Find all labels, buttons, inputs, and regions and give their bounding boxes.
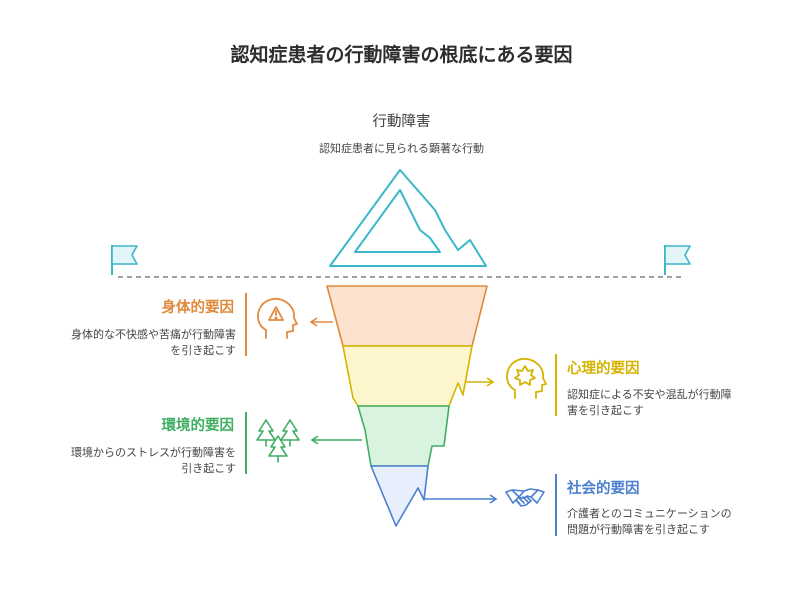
psychological-factor-description: 認知症による不安や混乱が行動障 害を引き起こす: [567, 387, 767, 419]
psychological-desc-line2: 害を引き起こす: [567, 404, 644, 417]
layer-psychological: [342, 345, 473, 407]
arrow-social: [425, 494, 498, 504]
left-flag-icon: [111, 245, 138, 275]
environmental-factor-description: 環境からのストレスが行動障害を 引き起こす: [40, 445, 236, 477]
head-alert-icon: [257, 297, 298, 339]
social-desc-line1: 介護者とのコミュニケーションの: [567, 507, 732, 520]
psychological-factor-title: 心理的要因: [567, 361, 640, 377]
physical-factor-description: 身体的な不快感や苦痛が行動障害 を引き起こす: [40, 327, 236, 359]
social-factor-description: 介護者とのコミュニケーションの 問題が行動障害を引き起こす: [567, 506, 787, 538]
layer-physical: [326, 285, 488, 347]
physical-desc-line1: 身体的な不快感や苦痛が行動障害: [71, 328, 236, 341]
right-flag-icon: [664, 245, 691, 275]
environmental-factor-title: 環境的要因: [161, 418, 235, 434]
trees-icon: [256, 419, 300, 463]
environmental-desc-line2: 引き起こす: [181, 462, 236, 475]
physical-factor-title: 身体的要因: [161, 300, 235, 316]
arrow-physical: [309, 317, 333, 327]
social-factor-title: 社会的要因: [567, 481, 640, 497]
environmental-desc-line1: 環境からのストレスが行動障害を: [71, 446, 236, 459]
arrow-psychological: [465, 377, 495, 387]
handshake-icon: [505, 488, 545, 507]
tip-title: 行動障害: [372, 114, 431, 130]
diagram-title: 認知症患者の行動障害の根底にある要因: [230, 44, 573, 66]
social-desc-line2: 問題が行動障害を引き起こす: [567, 523, 710, 536]
layer-environmental: [357, 405, 450, 467]
tip-description: 認知症患者に見られる顕著な行動: [319, 142, 484, 155]
layer-social: [370, 465, 429, 527]
arrow-environmental: [310, 435, 362, 445]
psychological-desc-line1: 認知症による不安や混乱が行動障: [567, 388, 732, 401]
physical-desc-line2: を引き起こす: [170, 344, 236, 357]
iceberg-tip: [329, 169, 487, 267]
head-burst-icon: [506, 357, 547, 399]
